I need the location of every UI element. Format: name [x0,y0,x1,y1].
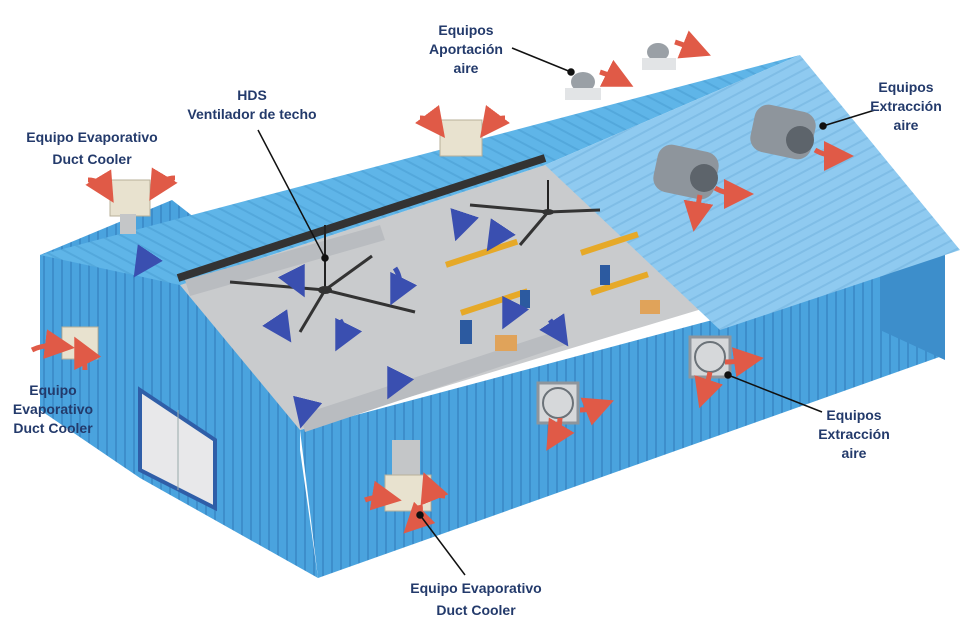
cooler-top-left-label-line: Equipo Evaporativo [26,129,158,145]
hds-ceiling-fan-label: HDS Ventilador de techo [172,86,332,124]
extraction-air-top-label: Equipos Extracción aire [862,78,950,135]
interior-ducts [185,225,565,432]
interior-floor [180,165,715,430]
evaporative-cooler-left-label: Equipo Evaporativo Duct Cooler [0,381,106,438]
roof-back-slope [40,55,800,285]
supply-air-label-line: Equipos [438,22,494,38]
cooler-left-label-line: Equipo [29,382,77,398]
cooler-left-label-line: Duct Cooler [13,420,93,436]
supply-air-label-line: aire [453,60,479,76]
supply-air-label-line: Aportación [429,41,503,57]
extraction-right-label-line: Equipos [826,407,882,423]
hot-air-arrows [30,30,854,534]
hds-label-line: HDS [237,87,267,103]
evaporative-cooler-bottom-label: Equipo Evaporativo Duct Cooler [398,577,554,621]
cooler-bottom-label-line: Duct Cooler [436,602,516,618]
cooler-left-label-line: Evaporativo [12,401,94,417]
extraction-top-label-line: Extracción [870,98,942,114]
extraction-air-right-label: Equipos Extracción aire [810,406,898,463]
roof-extraction-fans [653,104,816,200]
cool-air-arrows [133,208,569,429]
leader-lines [257,47,876,576]
front-wall [300,258,945,578]
extraction-top-label-line: aire [893,117,919,133]
extraction-right-label-line: aire [841,445,867,461]
extraction-right-label-line: Extracción [818,426,890,442]
supply-air-label: Equipos Aportación aire [418,21,514,78]
building [40,55,960,578]
hds-ceiling-fan-icon [229,180,601,333]
wall-extraction-fans [536,335,732,425]
extraction-top-label-line: Equipos [878,79,934,95]
evaporative-cooler-top-left-label: Equipo Evaporativo Duct Cooler [18,126,166,170]
roof-supply-air-units [565,43,676,100]
cooler-top-left-label-line: Duct Cooler [52,151,132,167]
hds-label-line: Ventilador de techo [187,106,317,122]
cooler-bottom-label-line: Equipo Evaporativo [410,580,542,596]
